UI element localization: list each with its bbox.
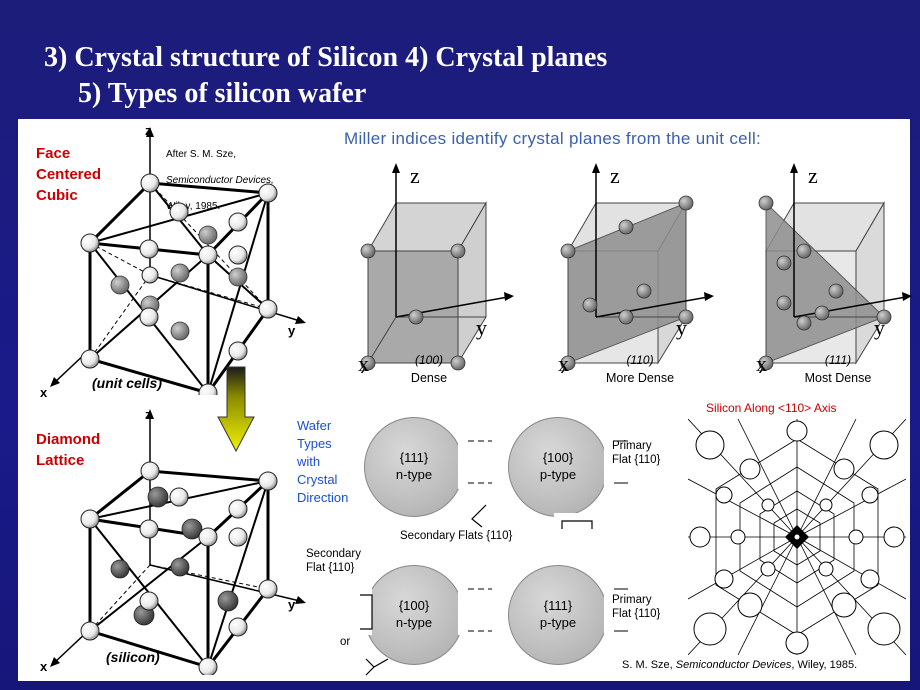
wafer-111-p-type: {111} p-type <box>508 565 608 665</box>
plane-110-axis-x-label: x <box>558 351 569 376</box>
plane-100-axis-y-label: y <box>476 315 487 340</box>
plane-110-axis-z-label: z <box>610 163 620 188</box>
wafer-plane: {100} <box>398 598 430 613</box>
plane-111-desc: Most Dense <box>804 371 872 385</box>
silicon-caption: (silicon) <box>106 649 160 665</box>
primary-flat-note-top: Primary Flat {110} <box>612 440 661 466</box>
wafer-111-n-type: {111} n-type <box>364 417 464 517</box>
wafer-type: n-type <box>395 615 433 630</box>
diamond-lattice-label: Diamond Lattice <box>36 431 101 469</box>
plane-111-axis-y-label: y <box>874 315 885 340</box>
plane-100-axis-z-label: z <box>410 163 420 188</box>
wafer-types-label: Wafer Types with Crystal Direction <box>297 418 349 505</box>
diamond-axis-x-label: x <box>40 659 48 674</box>
wafer-type: n-type <box>395 467 433 482</box>
fcc-axis-y-label: y <box>288 323 296 338</box>
wafer-plane: {100} <box>542 450 574 465</box>
figure-panel: Face Centered Cubic After S. M. Sze, Sem… <box>18 119 912 681</box>
fcc-axis-x-label: x <box>40 385 48 400</box>
diamond-axis-y-label: y <box>288 597 296 612</box>
secondary-flat-note: Secondary Flat {110} <box>306 548 361 574</box>
wafer-flats-diagram <box>360 439 628 676</box>
plane-111-code: (111) <box>824 353 852 367</box>
miller-indices-title: Miller indices identify crystal planes f… <box>344 129 762 148</box>
wafer-type: p-type <box>539 615 577 630</box>
plane-100-cube <box>360 163 514 373</box>
plane-100-code: (100) <box>414 353 443 367</box>
plane-111-cube <box>758 163 912 373</box>
plane-110-desc: More Dense <box>605 371 675 385</box>
plane-110-cube <box>560 163 714 373</box>
fcc-label: Face Centered Cubic <box>36 145 102 204</box>
plane-100-axis-x-label: x <box>358 351 369 376</box>
reference-suffix: , Wiley, 1985. <box>791 659 858 671</box>
diamond-lattice-diagram <box>50 409 306 675</box>
title-line-2: 5) Types of silicon wafer <box>78 78 367 109</box>
fcc-axis-z-label: z <box>145 123 152 138</box>
title-line-1: 3) Crystal structure of Silicon 4) Cryst… <box>44 42 608 73</box>
plane-111-axis-z-label: z <box>808 163 818 188</box>
or-note: or <box>340 636 351 648</box>
silicon-110-title: Silicon Along <110> Axis <box>706 401 837 415</box>
plane-111-axis-x-label: x <box>756 351 767 376</box>
reference-book: Semiconductor Devices <box>675 659 792 671</box>
silicon-reference: S. M. Sze, Semiconductor Devices, Wiley,… <box>622 659 857 671</box>
primary-flat-note-bottom: Primary Flat {110} <box>612 594 661 620</box>
reference-prefix: S. M. Sze, <box>622 659 676 671</box>
credit-line-2: Semiconductor Devices, <box>166 175 274 186</box>
down-arrow-icon <box>217 366 255 453</box>
wafer-type: p-type <box>539 467 577 482</box>
secondary-flats-note: Secondary Flats {110} <box>400 530 513 542</box>
slide-title: 3) Crystal structure of Silicon 4) Cryst… <box>44 40 607 112</box>
unit-cells-caption: (unit cells) <box>92 375 163 391</box>
plane-110-axis-y-label: y <box>676 315 687 340</box>
silicon-110-axis-view <box>688 419 906 655</box>
credit-line-1: After S. M. Sze, <box>166 149 237 160</box>
fcc-unit-cell-diagram <box>50 127 306 395</box>
wafer-plane: {111} <box>543 598 573 613</box>
wafer-plane: {111} <box>399 450 429 465</box>
plane-110-code: (110) <box>626 353 654 367</box>
diamond-axis-z-label: z <box>145 407 152 422</box>
plane-100-desc: Dense <box>410 371 448 385</box>
